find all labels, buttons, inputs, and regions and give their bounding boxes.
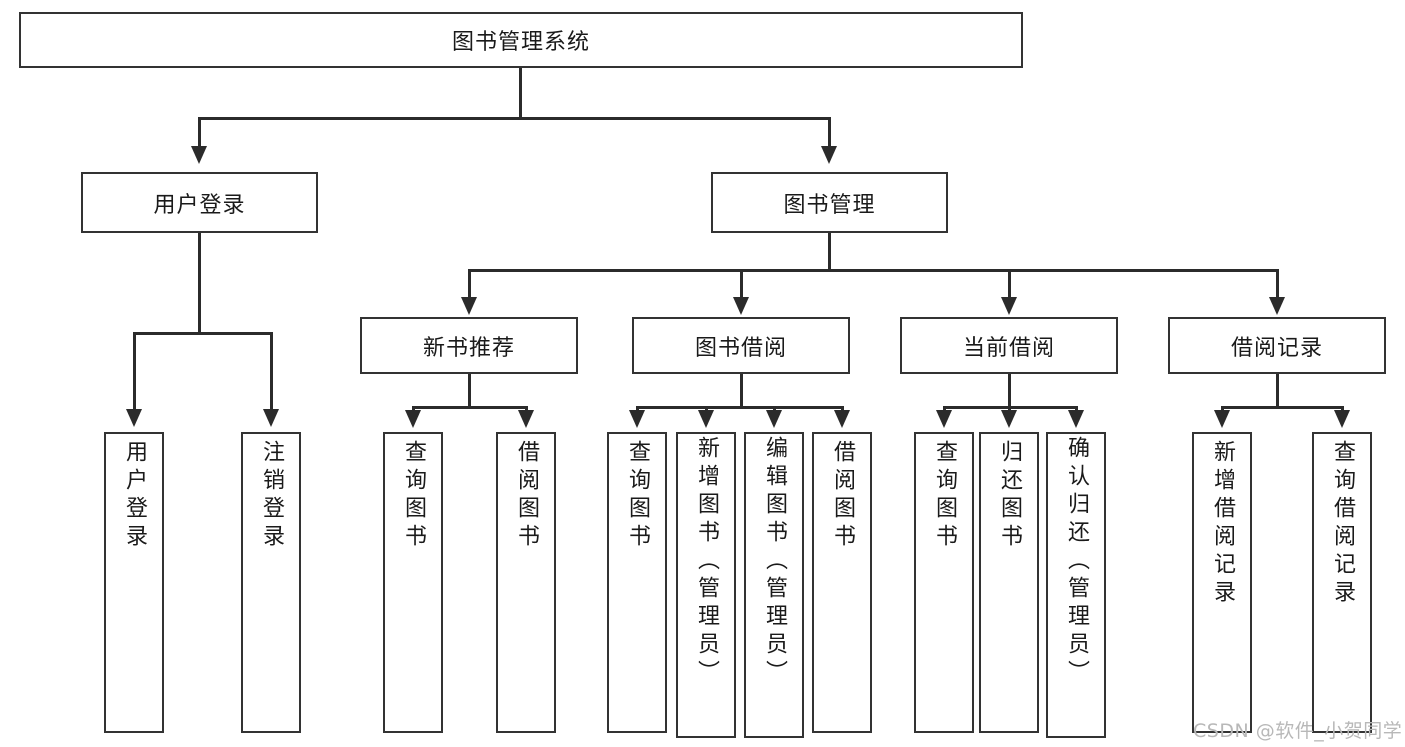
connector-user-login-to-leaf-0 bbox=[133, 332, 136, 410]
leaf-current-borrow-1[interactable]: 归还图书 bbox=[979, 432, 1039, 733]
node-label: 编辑图书（管理员） bbox=[762, 436, 787, 688]
arrow-bb-to-leaf-0 bbox=[629, 410, 645, 428]
leaf-book-borrow-2[interactable]: 编辑图书（管理员） bbox=[744, 432, 804, 738]
node-label: 查询图书 bbox=[401, 440, 426, 552]
leaf-current-borrow-0[interactable]: 查询图书 bbox=[914, 432, 974, 733]
connector-root-stem bbox=[519, 68, 522, 118]
connector-borrow-record-bar bbox=[1221, 406, 1343, 409]
arrow-nbr-to-leaf-0 bbox=[405, 410, 421, 428]
node-label: 图书管理系统 bbox=[451, 30, 590, 55]
leaf-user-login-0[interactable]: 用户登录 bbox=[104, 432, 164, 733]
connector-to-borrow-record bbox=[1276, 269, 1279, 298]
connector-to-new-book-recommend bbox=[468, 269, 471, 298]
arrow-cb-to-leaf-1 bbox=[1001, 410, 1017, 428]
connector-root-to-book-management bbox=[828, 117, 831, 147]
connector-book-borrow-bar bbox=[636, 406, 844, 409]
arrow-to-borrow-record bbox=[1269, 297, 1285, 315]
connector-book-borrow-stem bbox=[740, 374, 743, 408]
node-current-borrow[interactable]: 当前借阅 bbox=[900, 317, 1118, 374]
connector-user-login-to-leaf-1 bbox=[270, 332, 273, 410]
node-user-login[interactable]: 用户登录 bbox=[81, 172, 318, 233]
node-label: 确认归还（管理员） bbox=[1064, 436, 1089, 688]
connector-bb-to-leaf-3 bbox=[841, 406, 844, 411]
leaf-borrow-record-1[interactable]: 查询借阅记录 bbox=[1312, 432, 1372, 733]
connector-bb-to-leaf-2 bbox=[773, 406, 776, 411]
connector-nbr-to-leaf-1 bbox=[525, 406, 528, 411]
node-label: 新增借阅记录 bbox=[1210, 440, 1235, 608]
leaf-book-borrow-0[interactable]: 查询图书 bbox=[607, 432, 667, 733]
arrow-to-new-book-recommend bbox=[461, 297, 477, 315]
arrow-nbr-to-leaf-1 bbox=[518, 410, 534, 428]
arrow-to-current-borrow bbox=[1001, 297, 1017, 315]
leaf-new-book-recommend-0[interactable]: 查询图书 bbox=[383, 432, 443, 733]
node-label: 图书管理 bbox=[783, 192, 876, 218]
node-borrow-record[interactable]: 借阅记录 bbox=[1168, 317, 1386, 374]
leaf-book-borrow-3[interactable]: 借阅图书 bbox=[812, 432, 872, 733]
csdn-watermark: CSDN @软件_小贺同学 bbox=[1193, 716, 1402, 743]
watermark-text: CSDN @软件_小贺同学 bbox=[1193, 720, 1403, 742]
arrow-br-to-leaf-1 bbox=[1334, 410, 1350, 428]
connector-current-borrow-stem bbox=[1008, 374, 1011, 408]
node-label: 新增图书（管理员） bbox=[694, 436, 719, 688]
connector-user-login-stem bbox=[198, 233, 201, 334]
node-label: 归还图书 bbox=[997, 440, 1022, 552]
node-root-book-management-system[interactable]: 图书管理系统 bbox=[19, 12, 1023, 68]
leaf-current-borrow-2[interactable]: 确认归还（管理员） bbox=[1046, 432, 1106, 738]
connector-new-book-recommend-bar bbox=[412, 406, 526, 409]
leaf-new-book-recommend-1[interactable]: 借阅图书 bbox=[496, 432, 556, 733]
node-label: 新书推荐 bbox=[422, 335, 515, 361]
connector-br-to-leaf-0 bbox=[1221, 406, 1224, 411]
node-label: 借阅图书 bbox=[514, 440, 539, 552]
connector-borrow-record-stem bbox=[1276, 374, 1279, 408]
connector-to-current-borrow bbox=[1008, 269, 1011, 298]
arrow-to-book-borrow bbox=[733, 297, 749, 315]
connector-book-management-stem bbox=[828, 233, 831, 271]
leaf-book-borrow-1[interactable]: 新增图书（管理员） bbox=[676, 432, 736, 738]
arrow-user-login-to-leaf-0 bbox=[126, 409, 142, 427]
node-book-borrow[interactable]: 图书借阅 bbox=[632, 317, 850, 374]
connector-nbr-to-leaf-0 bbox=[412, 406, 415, 411]
connector-bb-to-leaf-1 bbox=[705, 406, 708, 411]
connector-cb-to-leaf-0 bbox=[943, 406, 946, 411]
connector-bb-to-leaf-0 bbox=[636, 406, 639, 411]
connector-root-bar bbox=[198, 117, 831, 120]
connector-to-book-borrow bbox=[740, 269, 743, 298]
node-label: 借阅记录 bbox=[1230, 335, 1323, 361]
node-book-management[interactable]: 图书管理 bbox=[711, 172, 948, 233]
arrow-br-to-leaf-0 bbox=[1214, 410, 1230, 428]
arrow-user-login-to-leaf-1 bbox=[263, 409, 279, 427]
connector-cb-to-leaf-2 bbox=[1075, 406, 1078, 411]
node-new-book-recommend[interactable]: 新书推荐 bbox=[360, 317, 578, 374]
node-label: 查询图书 bbox=[625, 440, 650, 552]
node-label: 用户登录 bbox=[153, 192, 246, 218]
arrow-cb-to-leaf-0 bbox=[936, 410, 952, 428]
node-label: 查询借阅记录 bbox=[1330, 440, 1355, 608]
connector-br-to-leaf-1 bbox=[1341, 406, 1344, 411]
node-label: 查询图书 bbox=[932, 440, 957, 552]
connector-root-to-user-login bbox=[198, 117, 201, 147]
leaf-user-login-1[interactable]: 注销登录 bbox=[241, 432, 301, 733]
connector-new-book-recommend-stem bbox=[468, 374, 471, 408]
node-label: 用户登录 bbox=[122, 440, 147, 552]
arrow-cb-to-leaf-2 bbox=[1068, 410, 1084, 428]
arrow-bb-to-leaf-1 bbox=[698, 410, 714, 428]
connector-user-login-bar bbox=[133, 332, 270, 335]
node-label: 当前借阅 bbox=[962, 335, 1055, 361]
connector-cb-to-leaf-1 bbox=[1008, 406, 1011, 411]
node-label: 图书借阅 bbox=[694, 335, 787, 361]
leaf-borrow-record-0[interactable]: 新增借阅记录 bbox=[1192, 432, 1252, 733]
arrow-bb-to-leaf-2 bbox=[766, 410, 782, 428]
arrow-bb-to-leaf-3 bbox=[834, 410, 850, 428]
node-label: 借阅图书 bbox=[830, 440, 855, 552]
arrow-root-to-user-login bbox=[191, 146, 207, 164]
arrow-root-to-book-management bbox=[821, 146, 837, 164]
node-label: 注销登录 bbox=[259, 440, 284, 552]
connector-level3-bar bbox=[468, 269, 1279, 272]
